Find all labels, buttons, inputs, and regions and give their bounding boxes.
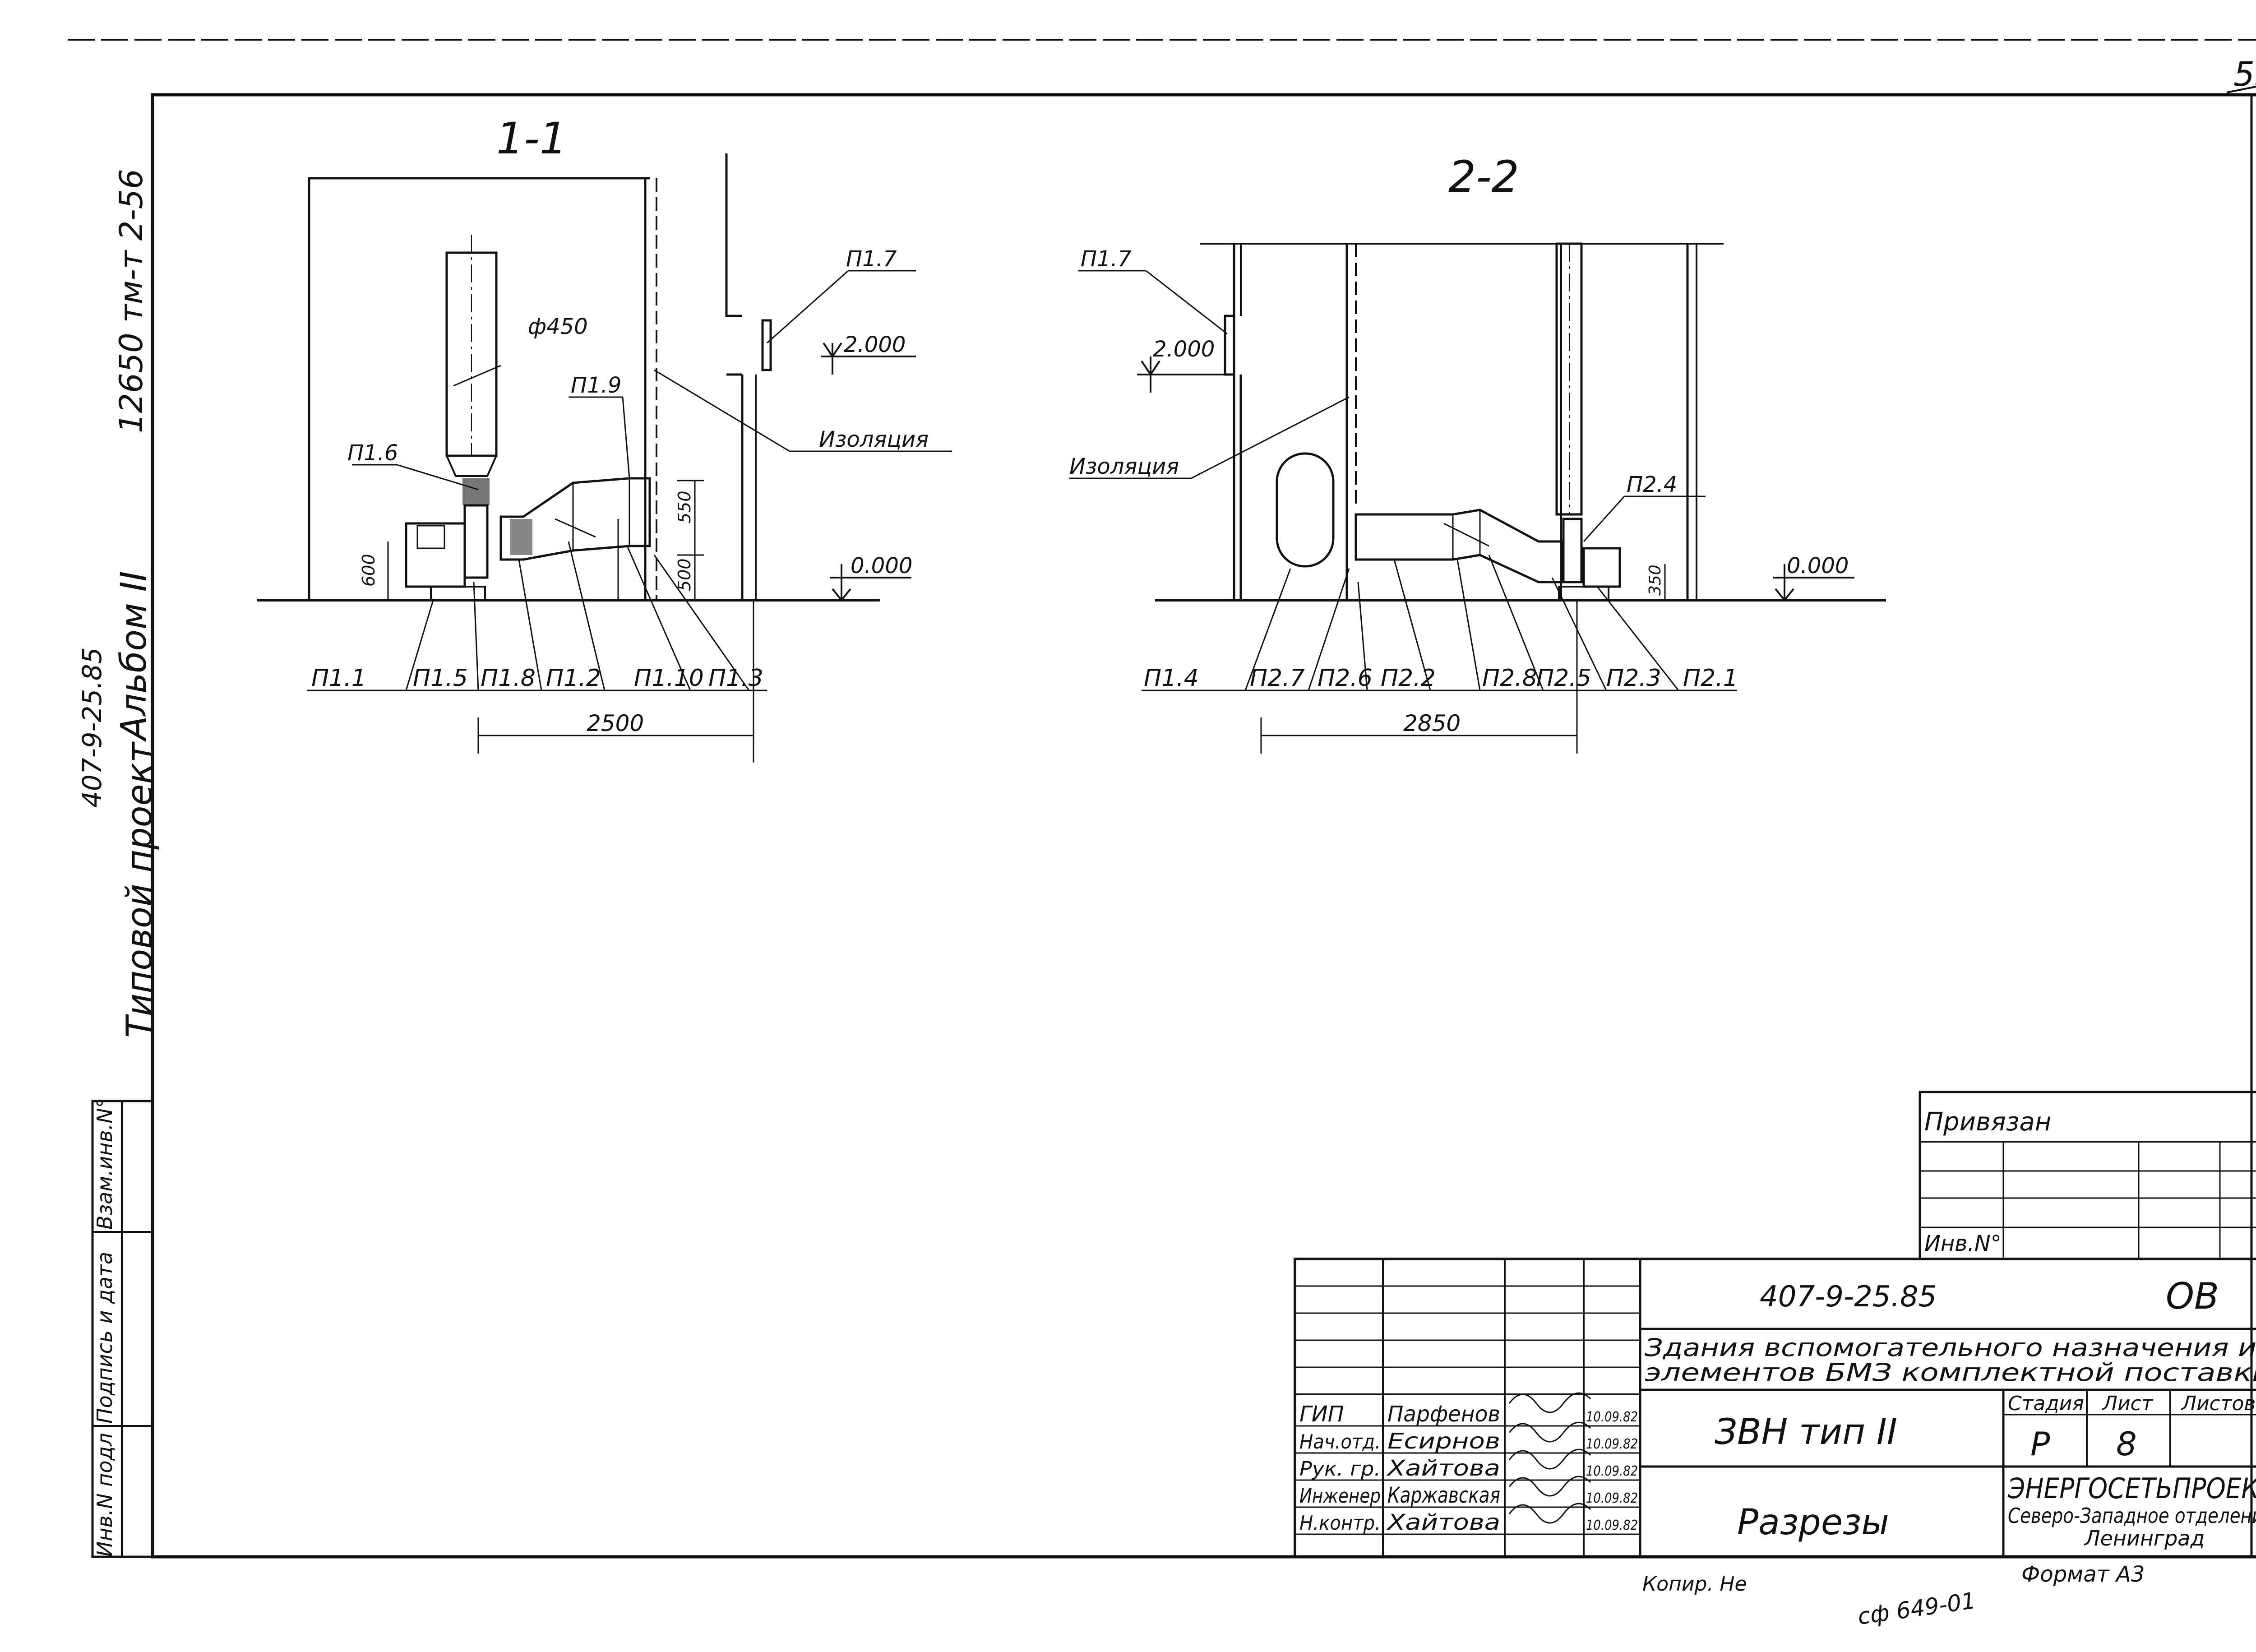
label-diameter: ф450 [528, 314, 588, 339]
page-number: 55 [2233, 55, 2256, 94]
staff-name: Хайтова [1386, 1456, 1500, 1481]
callout-p1-4: П1.4 [1144, 665, 1199, 692]
staff-role: ГИП [1299, 1402, 1344, 1427]
staff-date: 10.09.82 [1586, 1409, 1638, 1425]
dim-600: 600 [359, 554, 379, 587]
dim-500: 500 [675, 558, 694, 591]
label-level-2000-b: 2.000 [1153, 337, 1215, 362]
object-name: ЗВН тип II [1715, 1412, 1897, 1453]
section-1-title: 1-1 [496, 113, 567, 164]
staff-name: Каржавская [1387, 1483, 1500, 1508]
staff-date: 10.09.82 [1586, 1490, 1638, 1506]
footer-copied: Копир. Не [1642, 1573, 1747, 1596]
callout-p2-2: П2.2 [1381, 665, 1436, 692]
footer-format: Формат А3 [2021, 1562, 2145, 1587]
staff-name: Хайтова [1386, 1510, 1500, 1535]
title-block [1294, 1258, 2256, 1558]
section-1-1: 1-1 [257, 113, 952, 763]
sheet-header: Лист [2102, 1392, 2154, 1415]
side-project: Типовой проект [120, 742, 160, 1038]
callout-p2-6: П2.6 [1318, 665, 1373, 692]
stage-header: Стадия [2008, 1392, 2084, 1415]
label-p1-7-b: П1.7 [1081, 246, 1132, 272]
staff-rows: ГИП Парфенов 10.09.82 Нач.отд. Есирнов 1… [1299, 1402, 1638, 1535]
dim-350: 350 [1646, 565, 1664, 596]
org-name: ЭНЕРГОСЕТЬПРОЕКТ [2007, 1472, 2256, 1505]
callout-p1-1: П1.1 [311, 665, 366, 692]
staff-role: Инженер [1299, 1485, 1381, 1508]
org-city: Ленинград [2084, 1526, 2205, 1550]
staff-name: Парфенов [1387, 1402, 1500, 1427]
dim-2500: 2500 [587, 710, 644, 736]
staff-role: Н.контр. [1299, 1512, 1381, 1535]
staff-date: 10.09.82 [1586, 1436, 1638, 1452]
section-2-title: 2-2 [1448, 152, 1519, 202]
label-insulation-b: Изоляция [1069, 454, 1179, 479]
callout-p2-7: П2.7 [1250, 665, 1305, 692]
label-insulation: Изоляция [819, 427, 929, 452]
callout-p2-5: П2.5 [1536, 665, 1591, 692]
callout-p1-10: П1.10 [634, 665, 704, 692]
org-branch: Северо-Западное отделение [2008, 1504, 2256, 1528]
label-level-0000: 0.000 [851, 553, 912, 578]
sheets-header: Листов [2181, 1392, 2256, 1415]
callout-p2-8: П2.8 [1482, 665, 1537, 692]
callout-p1-2: П1.2 [546, 665, 601, 692]
sheet-frame [68, 39, 2256, 1559]
stamp-replace-inv: Взам.инв.N° [92, 1097, 117, 1230]
stamp-inv-orig: Инв.N подл [92, 1433, 117, 1557]
label-p1-7: П1.7 [846, 246, 897, 272]
stage-value: Р [2030, 1425, 2050, 1463]
sheet-name: Разрезы [1737, 1502, 1889, 1543]
dim-2850: 2850 [1403, 710, 1461, 736]
staff-name: Есирнов [1387, 1429, 1500, 1454]
label-p1-6: П1.6 [347, 440, 398, 466]
label-p1-9: П1.9 [571, 373, 621, 398]
callout-p1-3: П1.3 [708, 665, 763, 692]
footer-stamp: сф 649-01 [1856, 1587, 1978, 1630]
label-level-0000-b: 0.000 [1787, 553, 1849, 578]
doc-code: 407-9-25.85 [1760, 1280, 1937, 1314]
side-project-no: 407-9-25.85 [77, 647, 107, 808]
binding-inv: Инв.N° [1924, 1231, 2002, 1256]
callout-p1-5: П1.5 [413, 665, 468, 692]
dim-550: 550 [675, 491, 694, 523]
staff-date: 10.09.82 [1586, 1518, 1638, 1533]
label-level-2000: 2.000 [844, 332, 906, 357]
album-code: 12650 тм-т 2-56 [113, 169, 150, 433]
callout-p1-8: П1.8 [481, 665, 536, 692]
subject-line-1: Здания вспомогательного назначения из [1645, 1333, 2256, 1362]
stamp-sign-date: Подпись и дата [92, 1251, 117, 1424]
callout-p2-1: П2.1 [1683, 665, 1738, 692]
callout-p2-3: П2.3 [1606, 665, 1661, 692]
label-p2-4: П2.4 [1627, 472, 1677, 497]
section-2-2: 2-2 [1069, 152, 1886, 754]
left-stamp [91, 1100, 154, 1558]
subject-line-2: элементов БМЗ комплектной поставки [1645, 1358, 2256, 1387]
binding-title: Привязан [1924, 1107, 2051, 1137]
side-album: Альбом II [114, 571, 154, 740]
sheet-value: 8 [2116, 1425, 2137, 1463]
staff-date: 10.09.82 [1586, 1463, 1638, 1479]
doc-mark: ОВ [2166, 1275, 2219, 1317]
staff-role: Рук. гр. [1299, 1458, 1381, 1481]
staff-role: Нач.отд. [1299, 1430, 1381, 1453]
